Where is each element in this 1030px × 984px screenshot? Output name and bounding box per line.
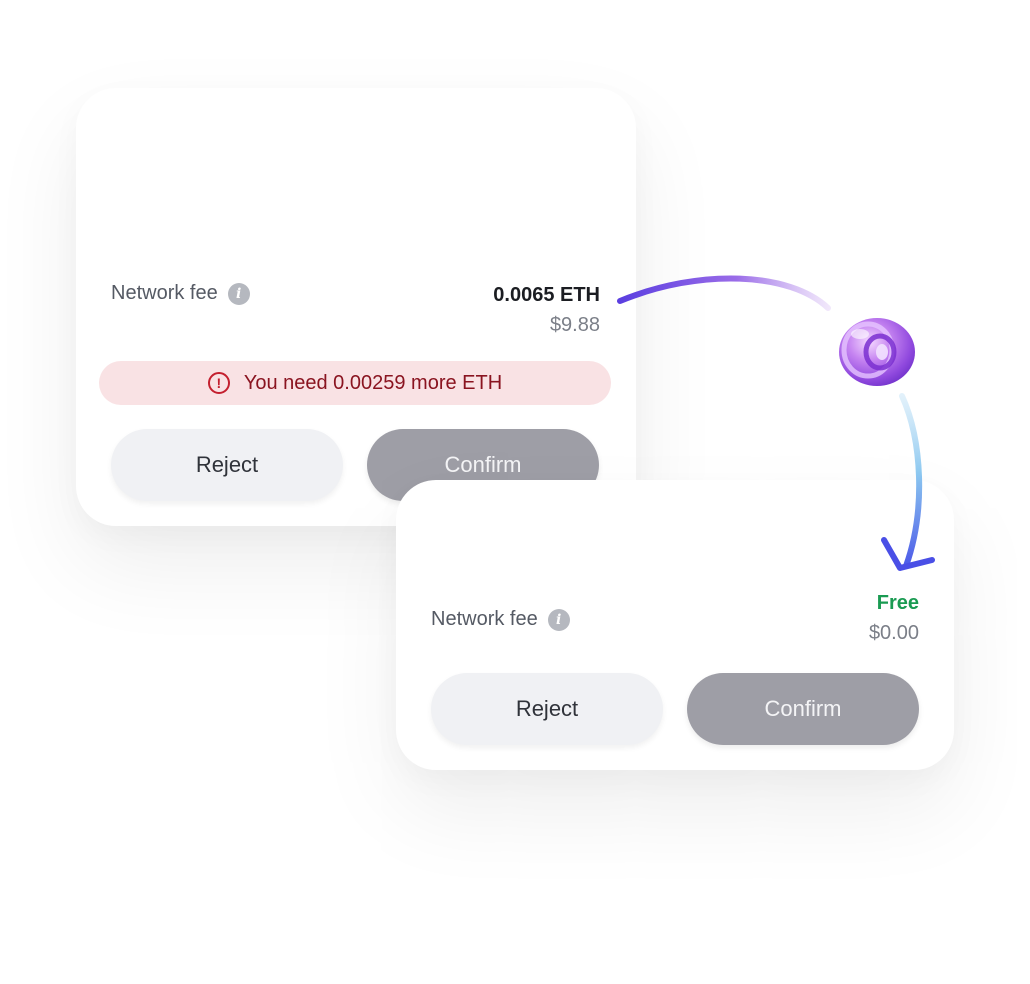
fee-eth-amount: 0.0065 ETH bbox=[493, 284, 600, 306]
network-fee-text: Network fee bbox=[431, 608, 538, 630]
reject-button[interactable]: Reject bbox=[111, 429, 343, 501]
fee-free-status: Free bbox=[876, 592, 919, 614]
insufficient-funds-banner: ! You need 0.00259 more ETH bbox=[99, 361, 611, 405]
fee-usd-amount: $0.00 bbox=[868, 622, 919, 644]
confirm-button[interactable]: Confirm bbox=[687, 673, 919, 745]
info-icon[interactable]: i bbox=[547, 608, 570, 631]
reject-button[interactable]: Reject bbox=[431, 673, 663, 745]
network-fee-value: 0.0065 ETH $9.88 bbox=[493, 283, 600, 337]
info-icon[interactable]: i bbox=[227, 282, 250, 305]
network-fee-label: Network fee i bbox=[431, 608, 570, 631]
network-fee-value: Free $0.00 bbox=[869, 591, 919, 645]
transaction-card-sponsored: Network fee i Free $0.00 Reject Confirm bbox=[396, 480, 954, 770]
error-message: You need 0.00259 more ETH bbox=[243, 371, 503, 394]
network-fee-text: Network fee bbox=[111, 282, 218, 304]
glass-swirl-icon bbox=[839, 318, 915, 386]
error-icon: ! bbox=[207, 372, 230, 394]
transaction-card-insufficient: Network fee i 0.0065 ETH $9.88 ! You nee… bbox=[76, 88, 636, 526]
network-fee-label: Network fee i bbox=[111, 282, 250, 305]
fee-usd-amount: $9.88 bbox=[549, 314, 600, 336]
